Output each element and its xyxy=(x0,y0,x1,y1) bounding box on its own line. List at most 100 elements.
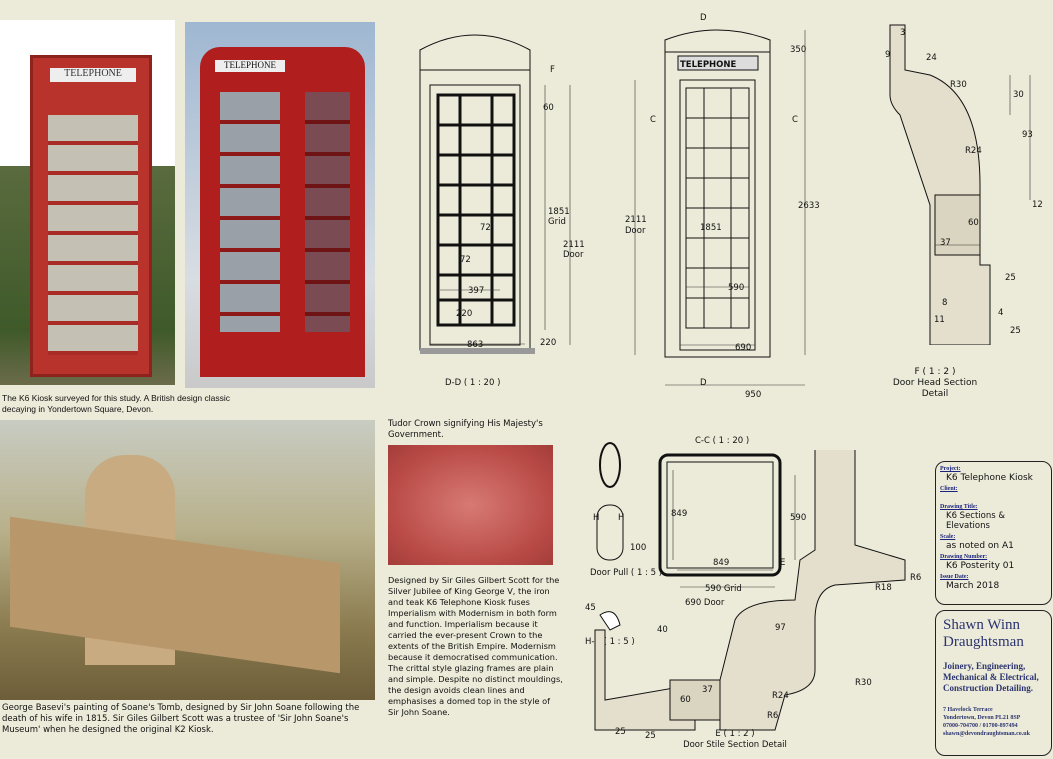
dimension-label: R24 xyxy=(965,146,982,156)
dimension-label: 590 xyxy=(728,283,744,293)
dimension-label: E xyxy=(780,558,785,568)
dimension-label: 37 xyxy=(940,238,951,248)
dimension-label: 849 xyxy=(713,558,729,568)
dimension-label: 590 Grid xyxy=(705,584,742,594)
dimension-label: 1851 xyxy=(548,207,570,217)
dimension-label: Door Pull ( 1 : 5 ) xyxy=(590,568,662,578)
dimension-label: H xyxy=(593,513,599,523)
scale-value: as noted on A1 xyxy=(946,541,1014,551)
dimension-label: 863 xyxy=(467,340,483,350)
dimension-label: 220 xyxy=(540,338,556,348)
dimension-label: 24 xyxy=(926,53,937,63)
detail-f: 3 9 24 R30 30 93 R24 12 60 37 25 8 11 4 25 xyxy=(885,24,1043,345)
dimension-label: R30 xyxy=(855,678,872,688)
dimension-label: 25 xyxy=(1010,326,1021,336)
dimension-label: 2111 xyxy=(625,215,647,225)
dimension-label: H-H ( 1 : 5 ) xyxy=(585,637,635,647)
dimension-label: R6 xyxy=(767,711,778,721)
dimension-label: 25 xyxy=(645,731,656,741)
kiosk-photo: TELEPHONE xyxy=(0,20,175,385)
firm-title: Draughtsman xyxy=(943,634,1024,650)
tomb-wall xyxy=(10,516,340,674)
dimension-label: 40 xyxy=(657,625,668,635)
kiosk-sign: TELEPHONE xyxy=(50,68,136,82)
drawing-title-value: K6 Sections & Elevations xyxy=(946,511,1006,531)
dimension-label: 397 xyxy=(468,286,484,296)
dimension-label: C xyxy=(792,115,798,125)
drawing-number-value: K6 Posterity 01 xyxy=(946,561,1015,571)
crown-photo xyxy=(388,445,553,565)
dimension-label: D xyxy=(700,13,707,23)
elevation-sign: TELEPHONE xyxy=(680,60,737,70)
dimension-label: Door xyxy=(563,250,584,260)
soane-tomb-painting xyxy=(0,420,375,700)
dimension-label: 11 xyxy=(934,315,945,325)
firm-services: Joinery, Engineering, Mechanical & Elect… xyxy=(943,661,1039,693)
dimension-label: Door Stile Section Detail xyxy=(683,740,787,750)
dimension-label: 100 xyxy=(630,543,646,553)
dimension-label: 849 xyxy=(671,509,687,519)
dimension-label: 60 xyxy=(680,695,691,705)
drawing-number-label: Drawing Number: xyxy=(940,554,988,560)
dimension-label: 25 xyxy=(1005,273,1016,283)
dimension-label: 25 xyxy=(615,727,626,737)
project-value: K6 Telephone Kiosk xyxy=(946,473,1033,483)
render-sign: TELEPHONE xyxy=(215,60,285,72)
dimension-label: C xyxy=(650,115,656,125)
dimension-label: 45 xyxy=(585,603,596,613)
kiosk-description: Designed by Sir Giles Gilbert Scott for … xyxy=(388,575,563,717)
kiosk-glazing xyxy=(48,115,138,355)
firm-contact: 7 Havelock Terrace Yondertown, Devon PL2… xyxy=(943,706,1044,738)
issue-date-label: Issue Date: xyxy=(940,574,969,580)
dimension-label: 60 xyxy=(968,218,979,228)
dimension-label: 350 xyxy=(790,45,806,55)
scale-label: Scale: xyxy=(940,534,956,540)
dimension-label: Grid xyxy=(548,217,566,227)
dimension-label: 30 xyxy=(1013,90,1024,100)
kiosk-render: TELEPHONE xyxy=(185,22,375,388)
dimension-label: E ( 1 : 2 ) xyxy=(715,729,754,739)
dimension-label: H xyxy=(618,513,624,523)
firm-block: Shawn Winn Draughtsman Joinery, Engineer… xyxy=(935,610,1052,756)
dimension-label: 72 xyxy=(460,255,471,265)
dimension-label: C-C ( 1 : 20 ) xyxy=(695,436,749,446)
dimension-label: Door xyxy=(625,226,646,236)
dimension-label: R18 xyxy=(875,583,892,593)
firm-address-1: 7 Havelock Terrace xyxy=(943,707,993,713)
dimension-label: 12 xyxy=(1032,200,1043,210)
dimension-label: F xyxy=(550,65,555,75)
dimension-label: 4 xyxy=(998,308,1003,318)
crown-caption: Tudor Crown signifying His Majesty's Gov… xyxy=(388,419,543,440)
f-subtitle: Door Head Section Detail xyxy=(892,378,978,399)
firm-phone: 07000-704700 / 01700-897494 xyxy=(943,723,1018,729)
firm-address-2: Yondertown, Devon PL21 8SP xyxy=(943,715,1021,721)
dimension-label: 2111 xyxy=(563,240,585,250)
dimension-label: 37 xyxy=(702,685,713,695)
dimension-label: 220 xyxy=(456,309,472,319)
dimension-label: R6 xyxy=(910,573,921,583)
dimension-label: R24 xyxy=(772,691,789,701)
dimension-label: 9 xyxy=(885,50,890,60)
detail-f-label: F ( 1 : 2 )Door Head Section Detail xyxy=(885,367,985,400)
dimension-label: 690 xyxy=(735,343,751,353)
kiosk-caption: The K6 Kiosk surveyed for this study. A … xyxy=(2,393,231,414)
dimension-label: 97 xyxy=(775,623,786,633)
dimension-label: 8 xyxy=(942,298,947,308)
dimension-label: R30 xyxy=(950,80,967,90)
drawing-title-label: Drawing Title: xyxy=(940,504,978,510)
dimension-label: 72 xyxy=(480,223,491,233)
dd-label: D-D ( 1 : 20 ) xyxy=(445,378,500,388)
dimension-label: 590 xyxy=(790,513,806,523)
f-scale: F ( 1 : 2 ) xyxy=(914,367,956,377)
dimension-label: 93 xyxy=(1022,130,1033,140)
render-front-glazing xyxy=(220,92,280,332)
client-label: Client: xyxy=(940,486,958,492)
firm-name: Shawn Winn xyxy=(943,617,1021,633)
dimension-label: 950 xyxy=(745,390,761,400)
dimension-label: 1851 xyxy=(700,223,722,233)
dimension-label: 3 xyxy=(900,28,905,38)
title-block: Project: K6 Telephone Kiosk Client: Draw… xyxy=(935,461,1052,605)
